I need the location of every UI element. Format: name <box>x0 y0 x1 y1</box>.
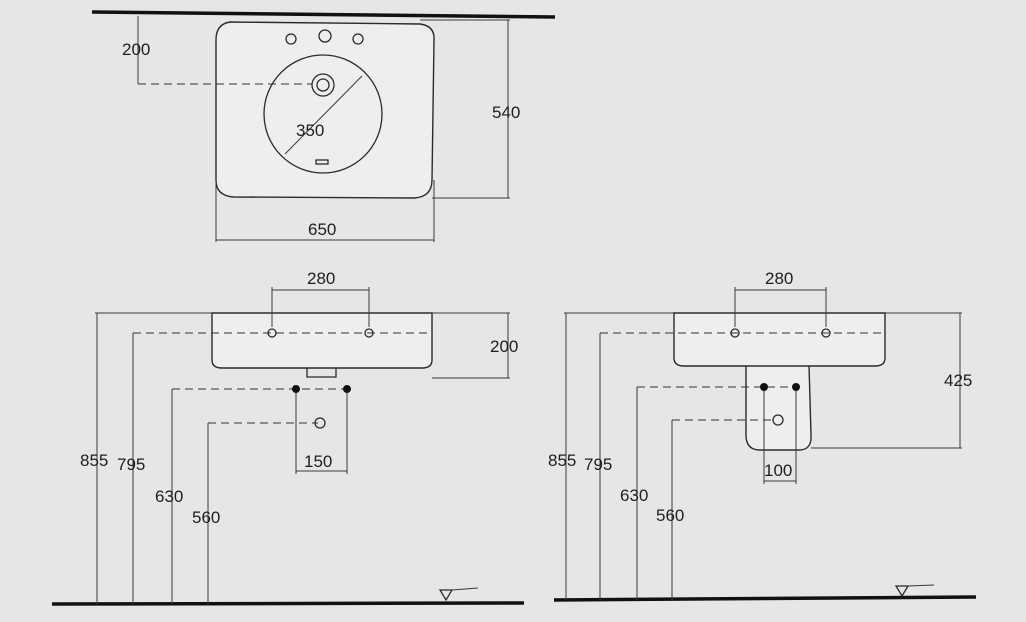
basin-side-outline <box>673 312 886 367</box>
dim-front-795: 795 <box>117 455 145 474</box>
dim-side-630: 630 <box>620 486 648 505</box>
waste-point-side <box>772 414 784 426</box>
dim-side-795: 795 <box>584 455 612 474</box>
side-view: 280 425 100 855 795 630 560 <box>548 269 977 602</box>
supply-point-right <box>343 385 351 393</box>
supply-point-right-side <box>792 383 800 391</box>
pedestal-outline <box>745 364 812 451</box>
dim-top-540: 540 <box>492 103 520 122</box>
tap-hole-right <box>352 33 364 45</box>
waste-point <box>314 417 326 429</box>
dim-front-280: 280 <box>307 269 335 288</box>
dim-front-855: 855 <box>80 451 108 470</box>
dim-side-425: 425 <box>944 371 972 390</box>
floor-line-left <box>51 601 525 606</box>
basin-front-outline <box>211 312 433 369</box>
floor-line-right <box>553 595 977 602</box>
tap-hole-left <box>285 33 297 45</box>
front-view: 280 200 150 855 795 630 560 <box>51 269 525 606</box>
dim-front-630: 630 <box>155 487 183 506</box>
dim-side-560: 560 <box>656 506 684 525</box>
dim-front-200: 200 <box>490 337 518 356</box>
top-view: 200 540 650 350 <box>91 10 556 242</box>
floor-level-icon <box>438 589 454 602</box>
diameter-line <box>284 75 363 155</box>
basin-top-outline <box>215 21 435 199</box>
dim-side-855: 855 <box>548 451 576 470</box>
supply-point-left <box>292 385 300 393</box>
dim-front-150: 150 <box>304 452 332 471</box>
supply-point-left-side <box>760 383 768 391</box>
dim-front-560: 560 <box>192 508 220 527</box>
dim-side-100: 100 <box>764 461 792 480</box>
dim-top-200: 200 <box>122 40 150 59</box>
tap-hole-center <box>318 29 332 43</box>
dim-top-650: 650 <box>308 220 336 239</box>
drain-icon <box>311 73 335 97</box>
wall-line <box>91 10 556 19</box>
dim-top-350: 350 <box>296 121 324 140</box>
bowl-circle <box>263 54 383 174</box>
dim-side-280: 280 <box>765 269 793 288</box>
floor-level-icon-right <box>894 585 910 598</box>
